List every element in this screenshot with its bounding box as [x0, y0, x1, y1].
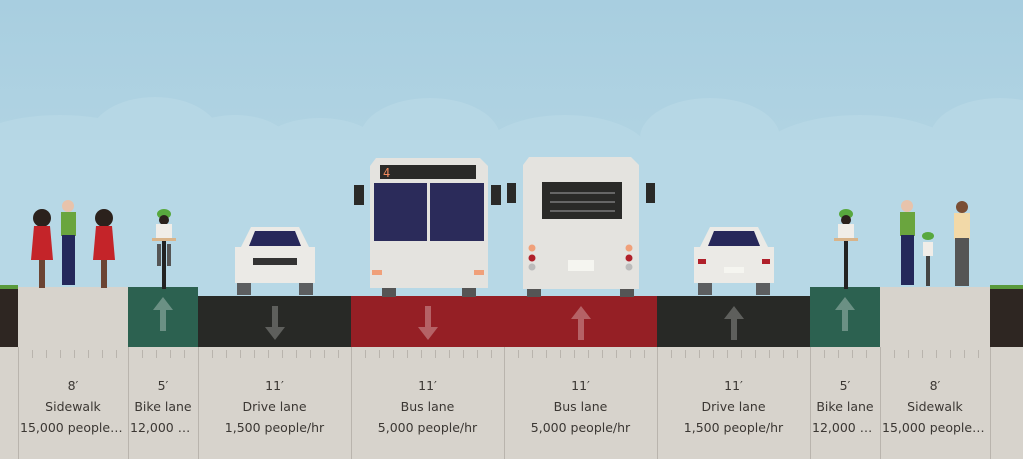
segment-capacity: 12,000 p… — [812, 420, 878, 435]
segment-width: 11′ — [724, 378, 743, 393]
segment-bike-lane[interactable] — [128, 287, 198, 347]
segment-name: Bike lane — [816, 399, 874, 414]
pedestrians-right-illustration — [900, 200, 970, 286]
segment-divider[interactable] — [351, 347, 352, 459]
segment-width: 11′ — [265, 378, 284, 393]
segment-name: Drive lane — [701, 399, 766, 414]
bus-front-illustration: 4 — [354, 158, 501, 297]
segment-name: Sidewalk — [907, 399, 963, 414]
street-edge-right — [990, 285, 1023, 347]
segment-capacity: 1,500 people/hr — [224, 420, 325, 435]
segment-ruler-ticks — [518, 350, 651, 358]
car-northbound-illustration — [694, 227, 774, 295]
segment-label[interactable]: 11′ Bus lane 5,000 people/hr — [506, 375, 655, 438]
segment-ruler-ticks — [671, 350, 804, 358]
arrow-up-icon — [570, 306, 591, 344]
segment-label[interactable]: 8′ Sidewalk 15,000 people/… — [20, 375, 126, 438]
segment-ruler-ticks — [32, 350, 122, 358]
cyclist-right-illustration — [834, 209, 858, 289]
car-southbound-illustration — [235, 227, 315, 295]
segment-ruler-ticks — [365, 350, 498, 358]
segment-sidewalk[interactable] — [18, 287, 128, 347]
segment-divider[interactable] — [990, 347, 991, 459]
segment-capacity: 5,000 people/hr — [530, 420, 631, 435]
segment-label[interactable]: 11′ Drive lane 1,500 people/hr — [200, 375, 349, 438]
segment-bus-lane[interactable] — [504, 296, 657, 347]
arrow-up-icon — [723, 306, 744, 344]
segment-divider[interactable] — [18, 347, 19, 459]
arrow-down-icon — [417, 306, 438, 344]
segment-divider[interactable] — [198, 347, 199, 459]
segment-bike-lane[interactable] — [810, 287, 880, 347]
segment-ruler-ticks — [824, 350, 874, 358]
segment-drive-lane[interactable] — [657, 296, 810, 347]
arrow-up-icon — [153, 297, 173, 335]
segment-drive-lane[interactable] — [198, 296, 351, 347]
segment-divider[interactable] — [880, 347, 881, 459]
segment-ruler-ticks — [212, 350, 345, 358]
segment-ruler-ticks — [142, 350, 192, 358]
segment-label[interactable]: 5′ Bike lane 12,000 p… — [812, 375, 878, 438]
segment-name: Drive lane — [242, 399, 307, 414]
cyclist-left-illustration — [152, 209, 176, 289]
segment-capacity: 12,000 p… — [130, 420, 196, 435]
street-edge-left — [0, 285, 18, 347]
sky-background — [0, 0, 1023, 300]
segment-divider[interactable] — [810, 347, 811, 459]
segment-width: 8′ — [929, 378, 941, 393]
segment-capacity: 15,000 people/… — [882, 420, 988, 435]
segment-divider[interactable] — [504, 347, 505, 459]
segment-name: Sidewalk — [45, 399, 101, 414]
arrow-down-icon — [264, 306, 285, 344]
segment-width: 8′ — [67, 378, 79, 393]
segment-width: 5′ — [157, 378, 169, 393]
segment-divider[interactable] — [657, 347, 658, 459]
segment-label[interactable]: 11′ Drive lane 1,500 people/hr — [659, 375, 808, 438]
segment-label[interactable]: 8′ Sidewalk 15,000 people/… — [882, 375, 988, 438]
segment-name: Bus lane — [400, 399, 455, 414]
segment-width: 5′ — [839, 378, 851, 393]
segment-divider[interactable] — [128, 347, 129, 459]
segment-capacity: 5,000 people/hr — [377, 420, 478, 435]
segment-label[interactable]: 5′ Bike lane 12,000 p… — [130, 375, 196, 438]
segment-width: 11′ — [571, 378, 590, 393]
segment-name: Bus lane — [553, 399, 608, 414]
arrow-up-icon — [835, 297, 855, 335]
segment-name: Bike lane — [134, 399, 192, 414]
segment-sidewalk[interactable] — [880, 287, 990, 347]
segment-capacity: 1,500 people/hr — [683, 420, 784, 435]
bus-route-number: 4 — [383, 166, 390, 180]
segment-width: 11′ — [418, 378, 437, 393]
segment-capacity: 15,000 people/… — [20, 420, 126, 435]
segment-bus-lane[interactable] — [351, 296, 504, 347]
segment-ruler-ticks — [894, 350, 984, 358]
bus-rear-illustration — [507, 157, 655, 297]
segment-label[interactable]: 11′ Bus lane 5,000 people/hr — [353, 375, 502, 438]
pedestrians-left-illustration — [31, 200, 115, 288]
